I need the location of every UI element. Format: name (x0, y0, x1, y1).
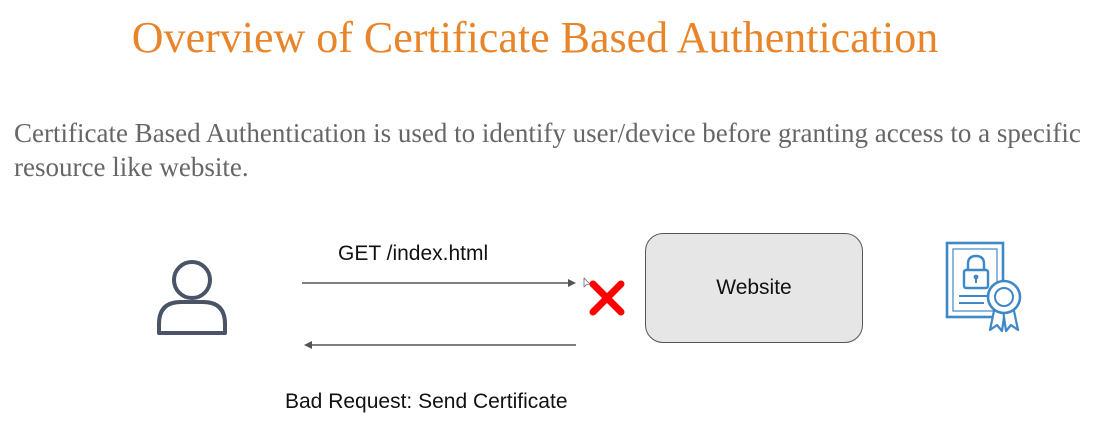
response-arrow (304, 341, 576, 349)
website-server-box: Website (645, 233, 863, 343)
mouse-cursor-icon (583, 277, 591, 288)
request-label: GET /index.html (338, 242, 489, 265)
user-icon (157, 260, 227, 335)
body-line-2: resource like website. (14, 152, 249, 182)
certificate-icon (945, 241, 1022, 333)
website-label: Website (716, 276, 792, 299)
slide-body-text: Certificate Based Authentication is used… (14, 116, 1106, 184)
response-label: Bad Request: Send Certificate (285, 390, 568, 413)
body-line-1: Certificate Based Authentication is used… (14, 118, 1081, 148)
slide-title: Overview of Certificate Based Authentica… (131, 13, 939, 62)
red-x-icon (589, 280, 625, 316)
request-arrow (302, 279, 576, 287)
